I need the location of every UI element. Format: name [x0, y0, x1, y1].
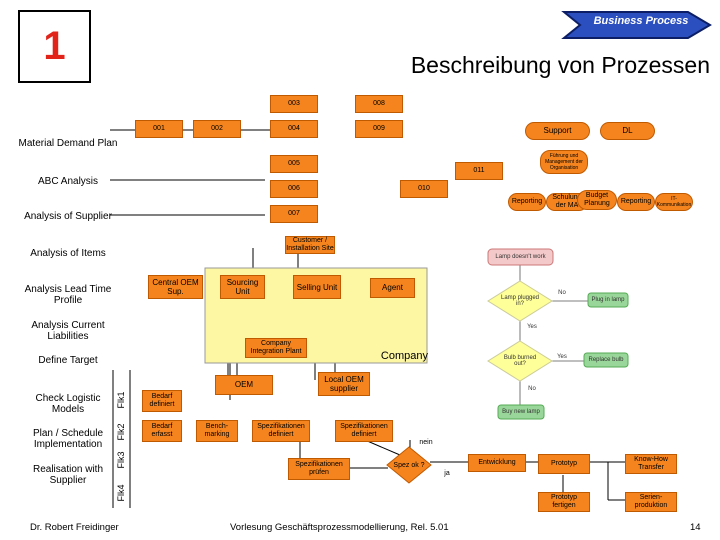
lead-time-label: Analysis Lead Time Profile	[24, 284, 112, 306]
badge-label: Business Process	[593, 15, 689, 27]
node-001[interactable]: 001	[135, 120, 183, 138]
plan-schedule-label: Plan / Schedule Implementation	[32, 428, 104, 450]
lamp-flowchart	[487, 248, 629, 420]
lamp-yes2-label: Yes	[557, 354, 567, 360]
benchmarking-node[interactable]: Bench-marking	[196, 420, 238, 442]
know-how-node[interactable]: Know-How Transfer	[625, 454, 677, 474]
flk2-label: Flk2	[116, 423, 126, 441]
entwicklung-node[interactable]: Entwicklung	[468, 454, 526, 472]
footer-lecture: Vorlesung Geschäftsprozessmodellierung, …	[230, 522, 449, 533]
spez-definiert-node-1[interactable]: Spezifikationen definiert	[252, 420, 310, 442]
lamp-no1-label: No	[558, 290, 566, 296]
serienproduktion-node[interactable]: Serien-produktion	[625, 492, 677, 512]
current-liabilities-label: Analysis Current Liabilities	[31, 320, 105, 342]
nein-label: nein	[419, 439, 433, 446]
support-node[interactable]: Support	[525, 122, 590, 140]
budget-node[interactable]: Budget Planung	[577, 190, 617, 210]
flk4-label: Flk4	[116, 484, 126, 502]
company-label: Company	[380, 350, 428, 362]
lamp-start-node: Lamp doesn't work	[495, 254, 546, 260]
company-plant-node[interactable]: Company Integration Plant	[245, 338, 307, 358]
flk3-label: Flk3	[116, 451, 126, 469]
page-number: 14	[690, 522, 701, 533]
business-process-badge	[560, 8, 715, 42]
abc-analysis-label: ABC Analysis	[37, 176, 99, 187]
prototyp-fertigen-node[interactable]: Prototyp fertigen	[538, 492, 590, 512]
sourcing-unit-node[interactable]: Sourcing Unit	[220, 275, 265, 299]
flk1-label: Flk1	[116, 391, 126, 409]
bedarf-definiert-node[interactable]: Bedarf definiert	[142, 390, 182, 412]
chapter-number: 1	[18, 10, 91, 83]
spez-definiert-node-2[interactable]: Spezifikationen definiert	[335, 420, 393, 442]
dl-node[interactable]: DL	[600, 122, 655, 140]
analysis-supplier-label: Analysis of Supplier	[24, 211, 112, 222]
check-logistic-label: Check Logistic Models	[35, 393, 101, 415]
material-demand-plan-label: Material Demand Plan	[18, 138, 118, 149]
spez-ok-label: Spez ok ?	[393, 462, 425, 469]
central-oem-node[interactable]: Central OEM Sup.	[148, 275, 203, 299]
reporting-node-2[interactable]: Reporting	[617, 193, 655, 211]
local-oem-node[interactable]: Local OEM supplier	[318, 372, 370, 396]
it-node[interactable]: IT-Kommunikation	[655, 193, 693, 211]
reporting-node-1[interactable]: Reporting	[508, 193, 546, 211]
spez-pruefen-node[interactable]: Spezifikationen prüfen	[288, 458, 350, 480]
node-011[interactable]: 011	[455, 162, 503, 180]
replace-bulb-node: Replace bulb	[588, 357, 624, 363]
oem-node[interactable]: OEM	[215, 375, 273, 395]
spez-ok-diamond-icon	[386, 446, 432, 484]
ja-label: ja	[444, 470, 450, 477]
lamp-q1-node: Lamp plugged in?	[500, 295, 540, 307]
selling-unit-node[interactable]: Selling Unit	[293, 275, 341, 299]
node-003[interactable]: 003	[270, 95, 318, 113]
node-002[interactable]: 002	[193, 120, 241, 138]
fuehrung-node[interactable]: Führung und Management der Organisation	[540, 150, 588, 174]
badge-arrow-icon	[561, 11, 712, 39]
analysis-items-label: Analysis of Items	[30, 248, 106, 259]
node-007[interactable]: 007	[270, 205, 318, 223]
plug-in-node: Plug in lamp	[591, 297, 625, 303]
page-title: Beschreibung von Prozessen	[410, 52, 710, 78]
node-006[interactable]: 006	[270, 180, 318, 198]
node-010[interactable]: 010	[400, 180, 448, 198]
node-009[interactable]: 009	[355, 120, 403, 138]
footer-author: Dr. Robert Freidinger	[30, 522, 119, 533]
agent-node[interactable]: Agent	[370, 278, 415, 298]
lamp-yes1-label: Yes	[527, 324, 537, 330]
node-008[interactable]: 008	[355, 95, 403, 113]
node-004[interactable]: 004	[270, 120, 318, 138]
lamp-q2-node: Bulb burned out?	[503, 355, 537, 367]
lamp-no2-label: No	[528, 386, 536, 392]
realisation-label: Realisation with Supplier	[32, 464, 104, 486]
node-005[interactable]: 005	[270, 155, 318, 173]
define-target-label: Define Target	[38, 355, 98, 366]
customer-node[interactable]: Customer / Installation Site	[285, 236, 335, 254]
buy-lamp-node: Buy new lamp	[502, 409, 540, 415]
bedarf-erfasst-node[interactable]: Bedarf erfasst	[142, 420, 182, 442]
prototyp-node[interactable]: Prototyp	[538, 454, 590, 474]
